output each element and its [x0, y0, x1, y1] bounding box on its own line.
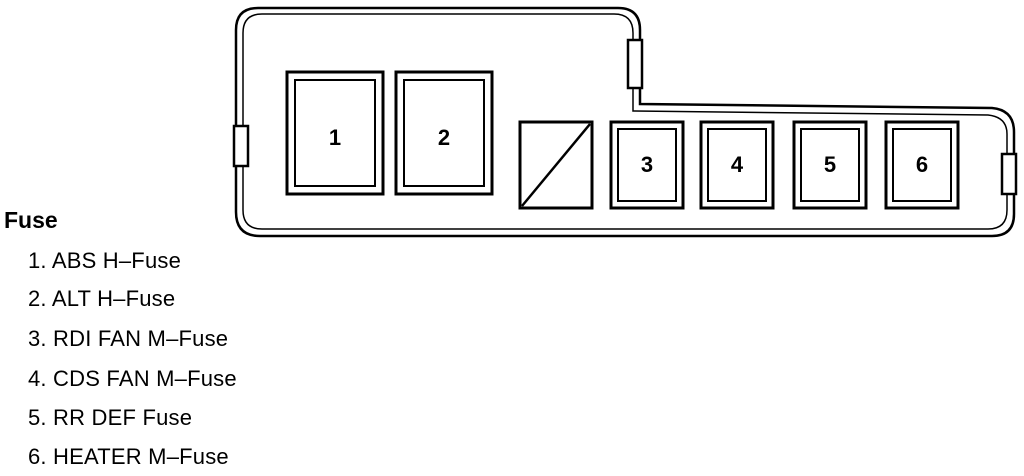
fuse-block-housing — [234, 6, 1016, 238]
right-latch — [1000, 152, 1018, 196]
empty-slot — [518, 120, 594, 210]
legend-title: Fuse — [4, 207, 58, 233]
fuse-1-label: 1 — [329, 125, 341, 150]
fuse-2: 2 — [394, 70, 494, 196]
legend-item-1: 1. ABS H–Fuse — [28, 248, 182, 273]
fuse-6-label: 6 — [916, 152, 928, 177]
legend-item-3: 3. RDI FAN M–Fuse — [28, 326, 229, 351]
legend-item-5: 5. RR DEF Fuse — [28, 405, 193, 430]
fuse-3-label: 3 — [641, 152, 653, 177]
top-latch — [626, 38, 644, 90]
fuse-4: 4 — [699, 120, 775, 210]
fuse-2-label: 2 — [438, 125, 450, 150]
legend-item-6: 6. HEATER M–Fuse — [28, 444, 229, 469]
left-latch — [232, 124, 250, 168]
housing-latches — [232, 38, 1018, 196]
fuse-4-label: 4 — [731, 152, 744, 177]
fuse-1: 1 — [285, 70, 385, 196]
fuse-5: 5 — [792, 120, 868, 210]
fuse-3: 3 — [609, 120, 685, 210]
legend-item-4: 4. CDS FAN M–Fuse — [28, 366, 237, 391]
fuse-6: 6 — [884, 120, 960, 210]
fuse-5-label: 5 — [824, 152, 836, 177]
legend-item-2: 2. ALT H–Fuse — [28, 286, 176, 311]
